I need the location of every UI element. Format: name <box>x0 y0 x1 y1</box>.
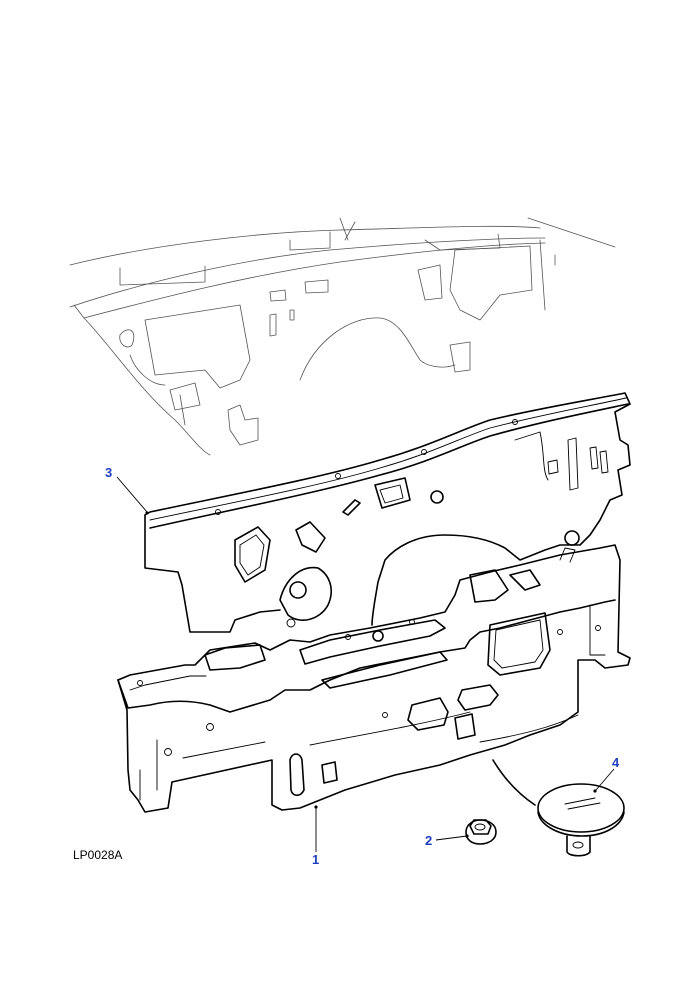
callout-2[interactable]: 2 <box>425 833 433 848</box>
leader-dot-2 <box>465 834 469 838</box>
callout-3[interactable]: 3 <box>105 465 113 480</box>
drawing-code: LP0028A <box>73 848 123 862</box>
dashboard-outline <box>69 217 616 456</box>
part-3-upper-panel <box>144 392 631 633</box>
leader-dot-4 <box>593 789 597 793</box>
leader-line-3 <box>116 476 148 513</box>
part-1-lower-panel <box>117 544 631 813</box>
leader-line-4 <box>595 768 615 791</box>
part-2-flange-nut <box>465 819 497 845</box>
part-4-plug <box>492 759 625 857</box>
leader-lines <box>116 476 615 852</box>
leader-dot-1 <box>314 805 318 809</box>
callout-1[interactable]: 1 <box>312 852 320 867</box>
callout-4[interactable]: 4 <box>612 755 620 770</box>
leader-dot-3 <box>145 511 149 515</box>
leader-line-2 <box>435 835 468 841</box>
